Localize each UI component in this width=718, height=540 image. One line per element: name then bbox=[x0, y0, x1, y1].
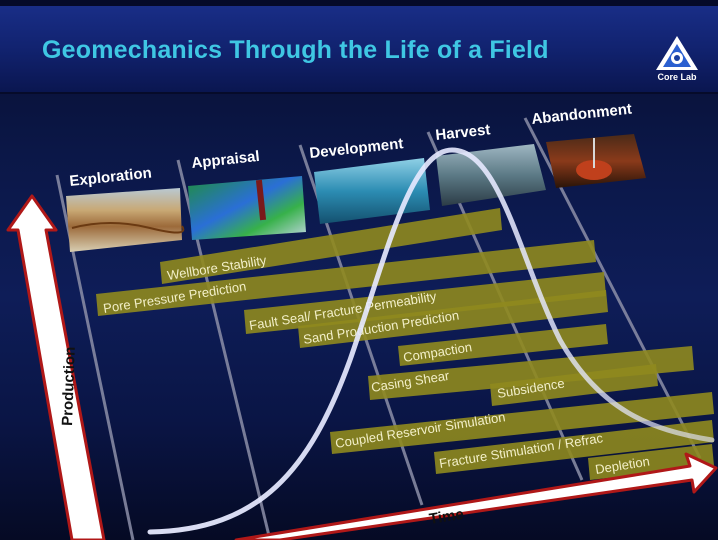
phase-label-exploration: Exploration bbox=[69, 164, 153, 190]
exploration-image bbox=[66, 188, 182, 252]
production-arrow-shape bbox=[6, 194, 106, 540]
phase-label-appraisal: Appraisal bbox=[191, 148, 261, 172]
time-arrow-shape bbox=[234, 452, 718, 540]
abandonment-reservoir bbox=[576, 160, 612, 180]
logo-text: Core Lab bbox=[657, 72, 697, 82]
core-lab-logo-mark-icon bbox=[656, 36, 698, 70]
band-bar bbox=[96, 240, 596, 316]
band-bar bbox=[490, 364, 658, 406]
phase-label-harvest: Harvest bbox=[435, 121, 492, 144]
band-bar bbox=[244, 272, 606, 334]
band-depletion: Depletion bbox=[588, 444, 714, 480]
band-bar bbox=[160, 208, 502, 284]
production-axis-arrow: Production bbox=[6, 194, 106, 540]
appraisal-image bbox=[188, 176, 306, 240]
band-bar bbox=[298, 290, 608, 348]
geomechanics-bands: Wellbore Stability Pore Pressure Predict… bbox=[96, 208, 714, 480]
band-bar bbox=[368, 346, 694, 400]
production-axis-label: Production bbox=[59, 346, 79, 426]
band-bar bbox=[434, 420, 714, 474]
title-bar: Geomechanics Through the Life of a Field… bbox=[0, 0, 718, 94]
time-axis-arrow: Time bbox=[234, 452, 718, 540]
time-axis-label: Time bbox=[428, 506, 465, 528]
core-lab-logo: Core Lab bbox=[650, 34, 704, 88]
exploration-strata bbox=[71, 222, 185, 234]
phase-label-development: Development bbox=[309, 135, 404, 162]
appraisal-fault bbox=[255, 179, 267, 221]
production-curve bbox=[147, 147, 715, 535]
band-bar bbox=[588, 444, 714, 480]
phase-label-abandonment: Abandonment bbox=[531, 101, 633, 128]
page-title: Geomechanics Through the Life of a Field bbox=[42, 36, 549, 64]
